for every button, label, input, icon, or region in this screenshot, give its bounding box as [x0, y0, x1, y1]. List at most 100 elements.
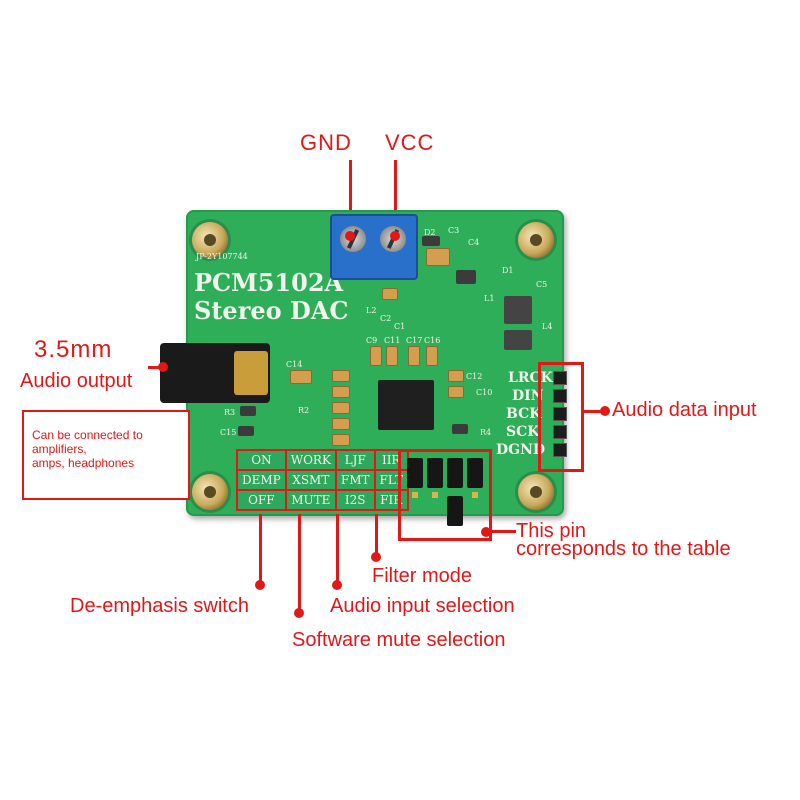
resistor — [240, 406, 256, 416]
corresponds-label: corresponds to the table — [516, 538, 731, 560]
xsmt-leader — [298, 514, 301, 614]
inductor — [504, 296, 532, 324]
board-marking: JP-2Y107744 — [196, 252, 248, 261]
capacitor — [370, 346, 382, 366]
mounting-hole-icon — [192, 474, 228, 510]
mounting-hole-icon — [518, 222, 554, 258]
pin-label-dgnd: DGND — [496, 442, 546, 458]
table-cell: OFF — [236, 489, 287, 511]
vcc-label: VCC — [385, 130, 435, 155]
inductor — [504, 330, 532, 350]
jumper-cap — [447, 458, 463, 488]
audio-input-selection-label: Audio input selection — [330, 595, 515, 617]
jumper-pin — [472, 492, 478, 498]
filter-mode-label: Filter mode — [372, 565, 473, 587]
board-title-line1: PCM5102A — [194, 268, 344, 297]
capacitor — [332, 370, 350, 382]
ref-label: C10 — [476, 388, 493, 397]
note-box: Can be connected to amplifiers, amps, he… — [22, 410, 190, 500]
table-row: OFF MUTE I2S FIR — [236, 489, 409, 511]
table-cell: XSMT — [284, 469, 337, 491]
mounting-hole-icon — [518, 474, 554, 510]
header-pin — [553, 443, 567, 457]
ref-label: R3 — [224, 408, 236, 417]
audio-jack-contact — [234, 351, 268, 395]
table-cell: MUTE — [284, 489, 337, 511]
ref-label: R4 — [480, 428, 492, 437]
flt-leader — [375, 514, 378, 558]
xsmt-dot — [294, 608, 304, 618]
pin-label-sck: SCK — [506, 424, 540, 440]
jumper-pin — [412, 492, 418, 498]
header-dot — [600, 406, 610, 416]
table-cell: FMT — [334, 469, 376, 491]
ref-label: L1 — [484, 294, 495, 303]
capacitor — [332, 418, 350, 430]
capacitor — [448, 370, 464, 382]
note-line1: Can be connected to — [32, 428, 143, 442]
this-pin-label: This pin — [516, 520, 587, 542]
ref-label: C1 — [394, 322, 406, 331]
audio-data-input-label: Audio data input — [612, 399, 757, 421]
note-line2: amplifiers, — [32, 442, 87, 456]
diode — [422, 236, 440, 246]
software-mute-selection-label: Software mute selection — [292, 629, 506, 651]
pin-label-bck: BCK — [506, 406, 542, 422]
capacitor — [386, 346, 398, 366]
resistor — [452, 424, 468, 434]
gnd-leader — [349, 160, 352, 236]
board-title-line2: Stereo DAC — [194, 296, 349, 325]
capacitor — [332, 402, 350, 414]
table-cell: DEMP — [236, 469, 287, 491]
flt-dot — [371, 552, 381, 562]
ref-label: D1 — [502, 266, 514, 275]
ref-label: C16 — [424, 336, 441, 345]
power-terminal-block — [330, 214, 418, 280]
demp-dot — [255, 580, 265, 590]
ref-label: C9 — [366, 336, 378, 345]
jumper-cap — [427, 458, 443, 488]
vcc-leader — [394, 160, 397, 236]
table-cell: LJF — [334, 449, 376, 471]
table-cell: WORK — [284, 449, 337, 471]
jumper-pin — [432, 492, 438, 498]
jumper-cap — [447, 496, 463, 526]
pin-label-lrck: LRCK — [508, 370, 553, 386]
jumper-leader — [486, 530, 516, 533]
resistor — [238, 426, 254, 436]
header-pin — [553, 407, 567, 421]
vcc-dot — [390, 231, 400, 241]
demp-leader — [259, 514, 262, 586]
ref-label: C5 — [536, 280, 548, 289]
ref-label: C3 — [448, 226, 460, 235]
table-row: ON WORK LJF IIR — [236, 449, 409, 471]
jack-leader — [148, 366, 164, 369]
pin-label-din: DIN — [512, 388, 544, 404]
ref-label: C17 — [406, 336, 423, 345]
capacitor — [448, 386, 464, 398]
regulator — [456, 270, 476, 284]
table-cell: ON — [236, 449, 287, 471]
capacitor — [332, 386, 350, 398]
jumper-highlight — [398, 449, 492, 541]
ref-label: L4 — [542, 322, 553, 331]
ref-label: C11 — [384, 336, 401, 345]
header-leader — [581, 410, 607, 413]
header-pin — [553, 389, 567, 403]
fmt-dot — [332, 580, 342, 590]
ref-label: C2 — [380, 314, 392, 323]
header-highlight — [538, 362, 584, 472]
table-row: DEMP XSMT FMT FLT — [236, 469, 409, 491]
table-cell: I2S — [334, 489, 376, 511]
ref-label: C14 — [286, 360, 303, 369]
mounting-hole-icon — [192, 222, 228, 258]
capacitor — [332, 434, 350, 446]
header-pin — [553, 371, 567, 385]
jack-size-label: 3.5mm — [34, 336, 113, 363]
capacitor — [426, 248, 450, 266]
settings-table: ON WORK LJF IIR DEMP XSMT FMT FLT OFF MU… — [236, 449, 409, 511]
capacitor — [408, 346, 420, 366]
capacitor — [382, 288, 398, 300]
capacitor — [426, 346, 438, 366]
dac-chip — [378, 380, 434, 430]
